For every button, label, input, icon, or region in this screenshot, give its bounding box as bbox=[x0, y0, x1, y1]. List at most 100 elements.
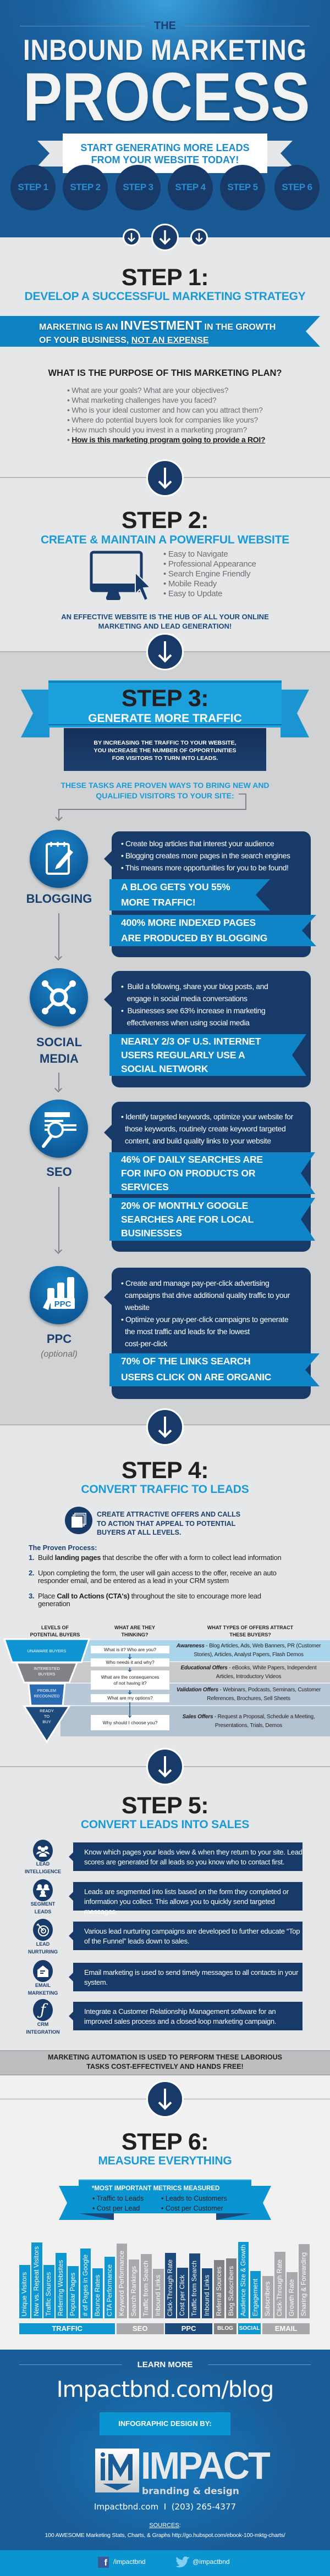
offers-text: CREATE ATTRACTIVE OFFERS AND CALLS bbox=[97, 1511, 241, 1518]
learn-more-label: LEARN MORE bbox=[137, 2360, 193, 2369]
arrow-down-icon bbox=[190, 229, 208, 246]
social-bar bbox=[0, 2550, 330, 2576]
divider bbox=[19, 2364, 122, 2365]
website-tagline: AN EFFECTIVE WEBSITE IS THE HUB OF ALL Y… bbox=[61, 613, 269, 621]
bar-label: # of Pages in Google bbox=[81, 2254, 89, 2316]
buyer-thought: What are my options? bbox=[91, 1694, 169, 1702]
step2-subtitle: CREATE & MAINTAIN A POWERFUL WEBSITE bbox=[40, 534, 290, 546]
arrow-down-icon bbox=[146, 2080, 184, 2118]
step-nav-5[interactable]: STEP 5 bbox=[220, 165, 265, 210]
channel-label-seo: SEO bbox=[46, 1165, 72, 1179]
logo-subtitle: branding & design bbox=[142, 2486, 239, 2497]
step5-description: Integrate a Customer Relationship Manage… bbox=[69, 2002, 302, 2030]
buyer-thought: What is it? Who are you? bbox=[91, 1646, 169, 1653]
sources-label: SOURCES bbox=[149, 2522, 179, 2529]
bar-label: Keyword Performance bbox=[117, 2251, 125, 2316]
seo-icon bbox=[30, 1100, 88, 1158]
traffic-intro-box bbox=[64, 728, 266, 771]
design-by-label: INFOGRAPHIC DESIGN BY: bbox=[118, 2419, 212, 2428]
investment-banner bbox=[0, 316, 320, 347]
header-background bbox=[0, 0, 330, 237]
bar-label: CTA Performance bbox=[105, 2264, 113, 2316]
twitter-handle[interactable]: @impactbnd bbox=[193, 2558, 230, 2566]
step-nav-3[interactable]: STEP 3 bbox=[116, 165, 161, 210]
bar: Search Rankings bbox=[128, 2259, 140, 2318]
channel-bullet: • Create blog articles that interest you… bbox=[121, 839, 274, 848]
offers-text: BUYERS AT ALL LEVELS. bbox=[97, 1529, 182, 1536]
facebook-handle[interactable]: /impactbnd bbox=[113, 2558, 146, 2566]
metrics-heading: *MOST IMPORTANT METRICS MEASURED bbox=[92, 2185, 220, 2192]
automation-text: MARKETING AUTOMATION IS USED TO PERFORM … bbox=[48, 2053, 282, 2061]
bar: Unique Visitors bbox=[19, 2265, 30, 2318]
bar: Traffic Sources bbox=[43, 2265, 54, 2318]
bar: New vs. Repeat Visitors bbox=[31, 2242, 42, 2318]
arrow-down-icon bbox=[146, 459, 184, 497]
bar: Inbound Links bbox=[153, 2269, 164, 2318]
step-nav-4[interactable]: STEP 4 bbox=[168, 165, 213, 210]
bar-label: Unique Visitors bbox=[20, 2272, 28, 2316]
step5-description: Know which pages your leads view & when … bbox=[69, 1842, 302, 1871]
buyer-thought: What are the consequences of not having … bbox=[91, 1670, 169, 1690]
arrow-down-icon bbox=[146, 1748, 184, 1785]
buyer-funnel bbox=[3, 1638, 91, 1744]
bar: Sharing & Forwarding bbox=[299, 2244, 310, 2318]
step4-subtitle: CONVERT TRAFFIC TO LEADS bbox=[81, 1483, 249, 1496]
title-line1: INBOUND MARKETING bbox=[23, 34, 307, 66]
step-nav-1[interactable]: STEP 1 bbox=[10, 165, 56, 210]
svg-text:PPC: PPC bbox=[54, 1300, 72, 1309]
step3-subtitle: GENERATE MORE TRAFFIC bbox=[88, 712, 242, 725]
facebook-icon[interactable]: f bbox=[98, 2557, 109, 2568]
blogging-icon bbox=[30, 830, 88, 888]
social-media-icon bbox=[30, 968, 88, 1026]
question-item: • How much should you invest in a market… bbox=[67, 425, 248, 434]
envelope-icon bbox=[33, 1960, 53, 1982]
tasks-intro-line: QUALIFIED VISITORS TO YOUR SITE: bbox=[96, 791, 234, 800]
sources-text: 100 AWESOME Marketing Stats, Charts, & G… bbox=[45, 2532, 285, 2539]
category-label: SOCIAL bbox=[238, 2323, 261, 2334]
step2-heading: STEP 2: bbox=[121, 507, 209, 534]
bar-label: Blog Subscribers bbox=[227, 2266, 235, 2316]
chevron-right-icon: → bbox=[263, 182, 271, 191]
category-label: PPC bbox=[165, 2323, 213, 2334]
bar: Blog Subscribers bbox=[226, 2258, 237, 2318]
offers-text: TO ACTION THAT APPEAL TO POTENTIAL bbox=[97, 1519, 236, 1528]
channel-label-blogging: BLOGGING bbox=[26, 892, 92, 906]
bar-label: Inbound Links bbox=[154, 2275, 162, 2316]
question-item: • Who is your ideal customer and how can… bbox=[67, 406, 263, 414]
channel-label-ppc: PPC bbox=[46, 1332, 72, 1346]
arrow-down-icon bbox=[146, 1408, 184, 1446]
bar: Click-Through Rate bbox=[274, 2252, 285, 2318]
channel-bullet: • This means more opportunities for you … bbox=[121, 863, 289, 872]
arrow-down-icon bbox=[146, 633, 184, 670]
blog-link[interactable]: Impactbnd.com/blog bbox=[56, 2377, 274, 2402]
bar: Referring Websites bbox=[56, 2253, 67, 2318]
banner-emphasis: INVESTMENT bbox=[120, 318, 202, 332]
bar: Referral Sources bbox=[213, 2260, 225, 2318]
bar: Bounce Rates bbox=[92, 2268, 103, 2318]
flow-arrow bbox=[58, 1187, 59, 1252]
metric-item: • Cost per Customer bbox=[161, 2205, 223, 2212]
question-item: • How is this marketing program going to… bbox=[67, 435, 266, 444]
process-step: 2.Upon completing the form, the user wil… bbox=[29, 1569, 277, 1585]
offer-description: Validation Offers - Webinars, Podcasts, … bbox=[176, 1687, 321, 1702]
bar: Traffic from Search bbox=[189, 2253, 200, 2318]
bar: Inbound Links bbox=[201, 2268, 212, 2318]
metric-item: • Leads to Customers bbox=[161, 2195, 227, 2202]
feature-item: • Mobile Ready bbox=[163, 579, 217, 589]
step-nav-6[interactable]: STEP 6 bbox=[274, 165, 320, 210]
intro-line: FOR VISITORS TO TURN INTO LEADS. bbox=[112, 755, 218, 762]
step1-heading: STEP 1: bbox=[121, 264, 209, 291]
bar-label: Traffic Sources bbox=[45, 2272, 53, 2316]
bar: Audience Size & Growth bbox=[238, 2242, 249, 2318]
arrow-down-icon bbox=[151, 224, 179, 251]
metric-item: • Traffic to Leads bbox=[92, 2195, 144, 2202]
step-nav-2[interactable]: STEP 2 bbox=[63, 165, 108, 210]
impact-logo-mark bbox=[95, 2449, 139, 2492]
twitter-icon[interactable] bbox=[175, 2556, 190, 2568]
offer-description: Sales Offers - Request a Proposal, Sched… bbox=[182, 1714, 315, 1729]
step4-heading: STEP 4: bbox=[121, 1457, 209, 1484]
